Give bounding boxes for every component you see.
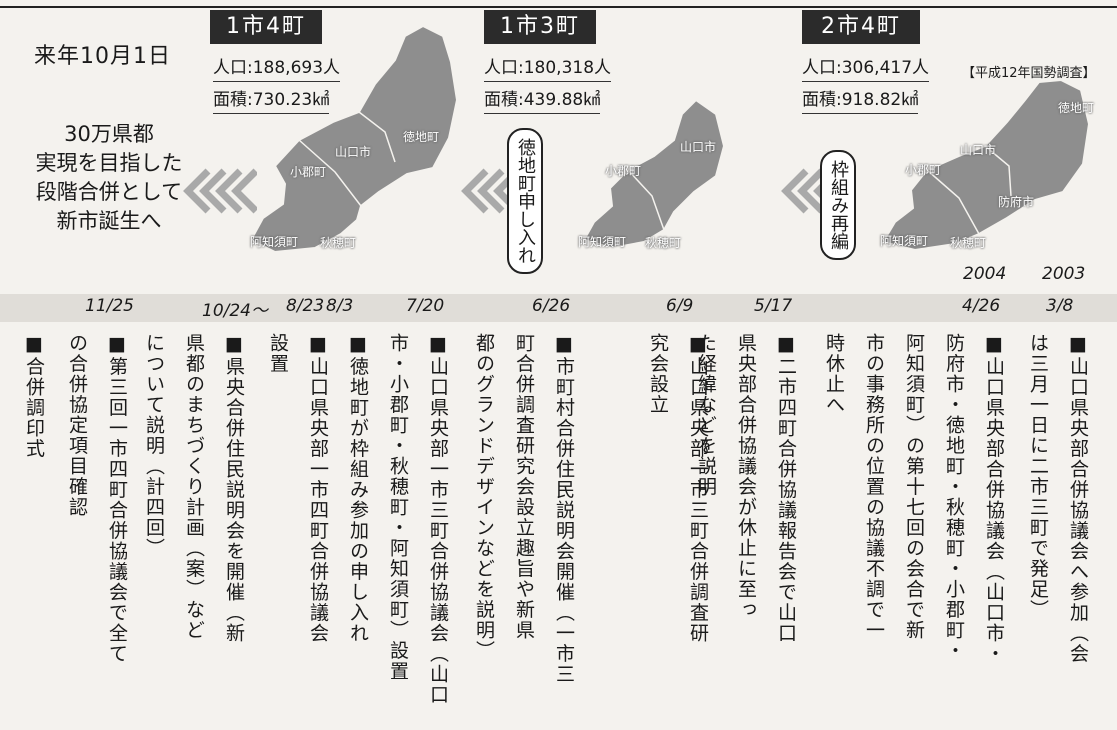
event-date: 3/8 xyxy=(1046,296,1074,316)
date-bar xyxy=(0,294,1117,322)
map-label: 山口市 xyxy=(335,145,372,159)
event-line: 設置 xyxy=(267,333,289,374)
year-label: 2003 xyxy=(1042,264,1086,284)
event-line: た経緯などを説明 xyxy=(695,333,717,497)
event-date: 11/25 xyxy=(85,296,134,316)
map-label: 阿知須町 xyxy=(578,235,627,249)
event-text: ■山口県央部合併協議会へ参加（会は三月一日に二市三町で発足） xyxy=(1018,333,1098,728)
event-line: ■山口県央部合併協議会へ参加（会 xyxy=(1067,333,1089,664)
stage-area: 面積:439.88㎢ xyxy=(484,88,601,114)
event-date: 4/26 xyxy=(962,296,1001,316)
year-label: 2004 xyxy=(963,264,1007,284)
event-date: 5/17 xyxy=(754,296,793,316)
stage-area: 面積:918.82㎢ xyxy=(802,88,919,114)
event-text: ■二市四町合併協議報告会で山口県央部合併協議会が休止に至った経緯などを説明 xyxy=(686,333,806,728)
map-label: 徳地町 xyxy=(1058,101,1095,115)
map-label: 小郡町 xyxy=(905,163,942,177)
stage-population: 人口:188,693人 xyxy=(213,56,341,82)
stage-population: 人口:306,417人 xyxy=(802,56,930,82)
event-line: 市の事務所の位置の協議不調で一 xyxy=(863,333,885,641)
event-line: ■山口県央部一市四町合併協議会 xyxy=(307,333,329,644)
event-line: ■第三回一市四町合併協議会で全て xyxy=(106,333,128,664)
event-date: 6/9 xyxy=(666,296,694,316)
slogan-line: 実現を目指した xyxy=(35,151,183,175)
map-label: 小郡町 xyxy=(605,164,642,178)
merger-date: 来年10月1日 xyxy=(34,44,171,69)
stage-title: 1市4町 xyxy=(210,10,322,44)
event-line: 都のグランドデザインなどを説明） xyxy=(473,333,495,661)
event-text: ■山口県央部一市四町合併協議会設置 xyxy=(258,333,338,728)
map-label: 秋穂町 xyxy=(320,236,357,250)
event-line: 町合併調査研究会設立趣旨や新県 xyxy=(513,333,535,641)
census-note: 【平成12年国勢調査】 xyxy=(962,66,1096,81)
slogan: 30万県都 実現を目指した 段階合併として 新市誕生へ xyxy=(34,120,184,236)
event-line: ■山口県央部一市三町合併協議会（山口 xyxy=(427,333,449,705)
map-label: 阿知須町 xyxy=(880,234,929,248)
event-line: 県都のまちづくり計画（案）など xyxy=(183,333,205,641)
slogan-line: 30万県都 xyxy=(64,122,154,146)
slogan-line: 段階合併として xyxy=(35,180,183,204)
event-line: ■山口県央部一市三町合併調査研 xyxy=(687,333,709,644)
event-line: 県央部合併協議会が休止に至っ xyxy=(735,333,757,620)
map-label: 山口市 xyxy=(960,143,997,157)
arrow-note: 枠組み再編 xyxy=(820,150,856,260)
event-date: 6/26 xyxy=(532,296,571,316)
event-text: ■第三回一市四町合併協議会で全ての合併協定項目確認 xyxy=(57,333,137,728)
event-line: は三月一日に二市三町で発足） xyxy=(1027,333,1049,620)
event-text: ■山口県央部合併協議会（山口市・防府市・徳地町・秋穂町・小郡町・阿知須町）の第十… xyxy=(814,333,1014,728)
event-line: 防府市・徳地町・秋穂町・小郡町・ xyxy=(943,333,965,661)
stage-area: 面積:730.23㎢ xyxy=(213,88,330,114)
map-label: 防府市 xyxy=(998,195,1035,209)
event-line: 阿知須町）の第十七回の会合で新 xyxy=(903,333,925,641)
top-rule xyxy=(0,6,1117,8)
event-date: 8/3 xyxy=(326,296,354,316)
event-date: 10/24〜 xyxy=(202,301,268,321)
event-line: の合併協定項目確認 xyxy=(66,333,88,518)
event-line: ■二市四町合併協議報告会で山口 xyxy=(775,333,797,644)
event-line: 時休止へ xyxy=(823,333,845,415)
map-1-icon xyxy=(249,24,459,254)
event-date: 8/23 xyxy=(286,296,325,316)
stage-population: 人口:180,318人 xyxy=(484,56,612,82)
event-text: ■合併調印式 xyxy=(14,333,54,728)
map-3-icon xyxy=(881,78,1091,252)
map-label: 阿知須町 xyxy=(250,235,299,249)
left-arrow-icon xyxy=(183,168,257,214)
event-line: ■市町村合併住民説明会開催（一市三 xyxy=(553,333,575,685)
event-text: ■徳地町が枠組み参加の申し入れ xyxy=(338,333,378,728)
event-line: 市・小郡町・秋穂町・阿知須町）設置 xyxy=(387,333,409,682)
event-text: ■山口県央部一市三町合併協議会（山口市・小郡町・秋穂町・阿知須町）設置 xyxy=(378,333,458,728)
event-date: 7/20 xyxy=(406,296,445,316)
event-text: ■県央合併住民説明会を開催（新県都のまちづくり計画（案）などについて説明（計四回… xyxy=(134,333,254,728)
stage-title: 1市3町 xyxy=(484,10,596,44)
event-line: ■県央合併住民説明会を開催（新 xyxy=(223,333,245,644)
event-line: について説明（計四回） xyxy=(143,333,165,559)
map-label: 小郡町 xyxy=(290,165,327,179)
map-label: 秋穂町 xyxy=(950,236,987,250)
map-label: 徳地町 xyxy=(403,130,440,144)
slogan-line: 新市誕生へ xyxy=(56,209,162,233)
event-line: ■山口県央部合併協議会（山口市・ xyxy=(983,333,1005,664)
event-text: ■山口県央部一市三町合併調査研究会設立 xyxy=(638,333,718,728)
arrow-note: 徳地町申し入れ xyxy=(507,128,543,274)
map-label: 秋穂町 xyxy=(645,236,682,250)
event-line: ■合併調印式 xyxy=(23,333,45,459)
event-line: ■徳地町が枠組み参加の申し入れ xyxy=(347,333,369,644)
event-line: 究会設立 xyxy=(647,333,669,415)
map-2-icon xyxy=(582,98,726,250)
map-label: 山口市 xyxy=(680,140,717,154)
event-text: ■市町村合併住民説明会開催（一市三町合併調査研究会設立趣旨や新県都のグランドデザ… xyxy=(464,333,584,728)
stage-title: 2市4町 xyxy=(802,10,920,44)
